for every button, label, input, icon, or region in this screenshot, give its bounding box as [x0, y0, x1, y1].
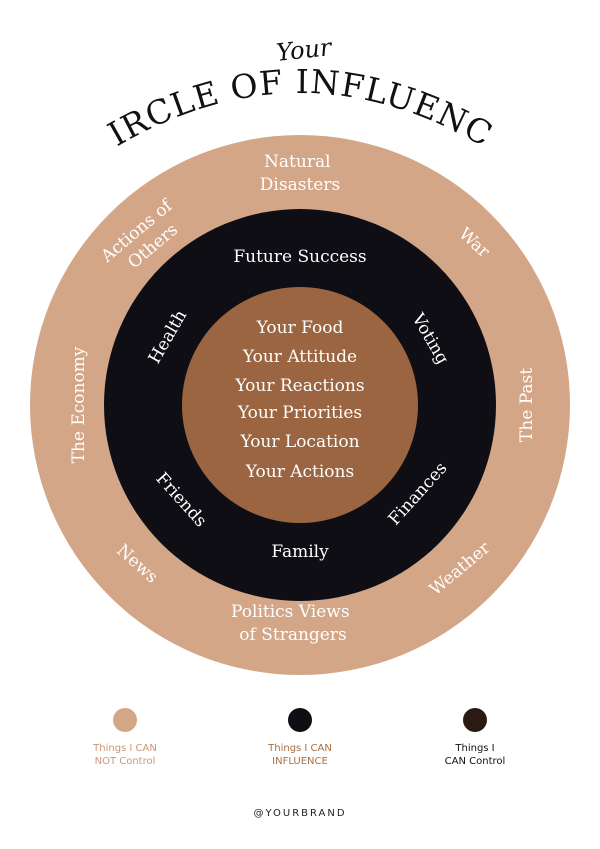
legend-line: Things I CAN: [268, 743, 332, 754]
label-the-past: The Past: [517, 368, 537, 442]
brand-footer: @YOURBRAND: [253, 808, 347, 819]
legend-swatch-influence: [288, 708, 312, 732]
inner-item: Your Actions: [245, 462, 354, 482]
legend-label-cannot-control: Things I CAN NOT Control: [65, 742, 185, 768]
inner-circle: [182, 287, 418, 523]
inner-item: Your Attitude: [242, 347, 357, 367]
legend-line: Things I: [455, 743, 495, 754]
label-natural-disasters: Natural Disasters: [260, 152, 340, 195]
label-politics-line2: of Strangers: [239, 625, 346, 645]
legend-line: NOT Control: [94, 756, 156, 767]
legend-item-can-control: Things I CAN Control: [415, 708, 535, 768]
header-script-word: Your: [275, 33, 334, 67]
label-natural-disasters-line2: Disasters: [260, 175, 340, 195]
legend-swatch-can-control: [463, 708, 487, 732]
legend-item-cannot-control: Things I CAN NOT Control: [65, 708, 185, 768]
inner-item: Your Food: [256, 318, 344, 338]
label-family: Family: [271, 542, 329, 562]
inner-item: Your Priorities: [237, 403, 362, 423]
label-the-economy: The Economy: [69, 346, 89, 463]
page-title: CIRCLE OF INFLUENCE: [0, 0, 499, 154]
legend-item-influence: Things I CAN INFLUENCE: [240, 708, 360, 768]
legend-label-influence: Things I CAN INFLUENCE: [240, 742, 360, 768]
label-politics-views: Politics Views of Strangers: [231, 602, 355, 645]
label-future-success: Future Success: [233, 247, 366, 267]
legend-line: INFLUENCE: [272, 756, 328, 767]
label-politics-line1: Politics Views: [231, 602, 350, 622]
legend-swatch-cannot-control: [113, 708, 137, 732]
page-title-text: CIRCLE OF INFLUENCE: [0, 0, 498, 154]
legend-line: CAN Control: [444, 756, 506, 767]
legend-label-can-control: Things I CAN Control: [415, 742, 535, 768]
label-natural-disasters-line1: Natural: [264, 152, 331, 172]
inner-item: Your Reactions: [234, 376, 364, 396]
inner-item: Your Location: [239, 432, 359, 452]
legend-line: Things I CAN: [93, 743, 157, 754]
